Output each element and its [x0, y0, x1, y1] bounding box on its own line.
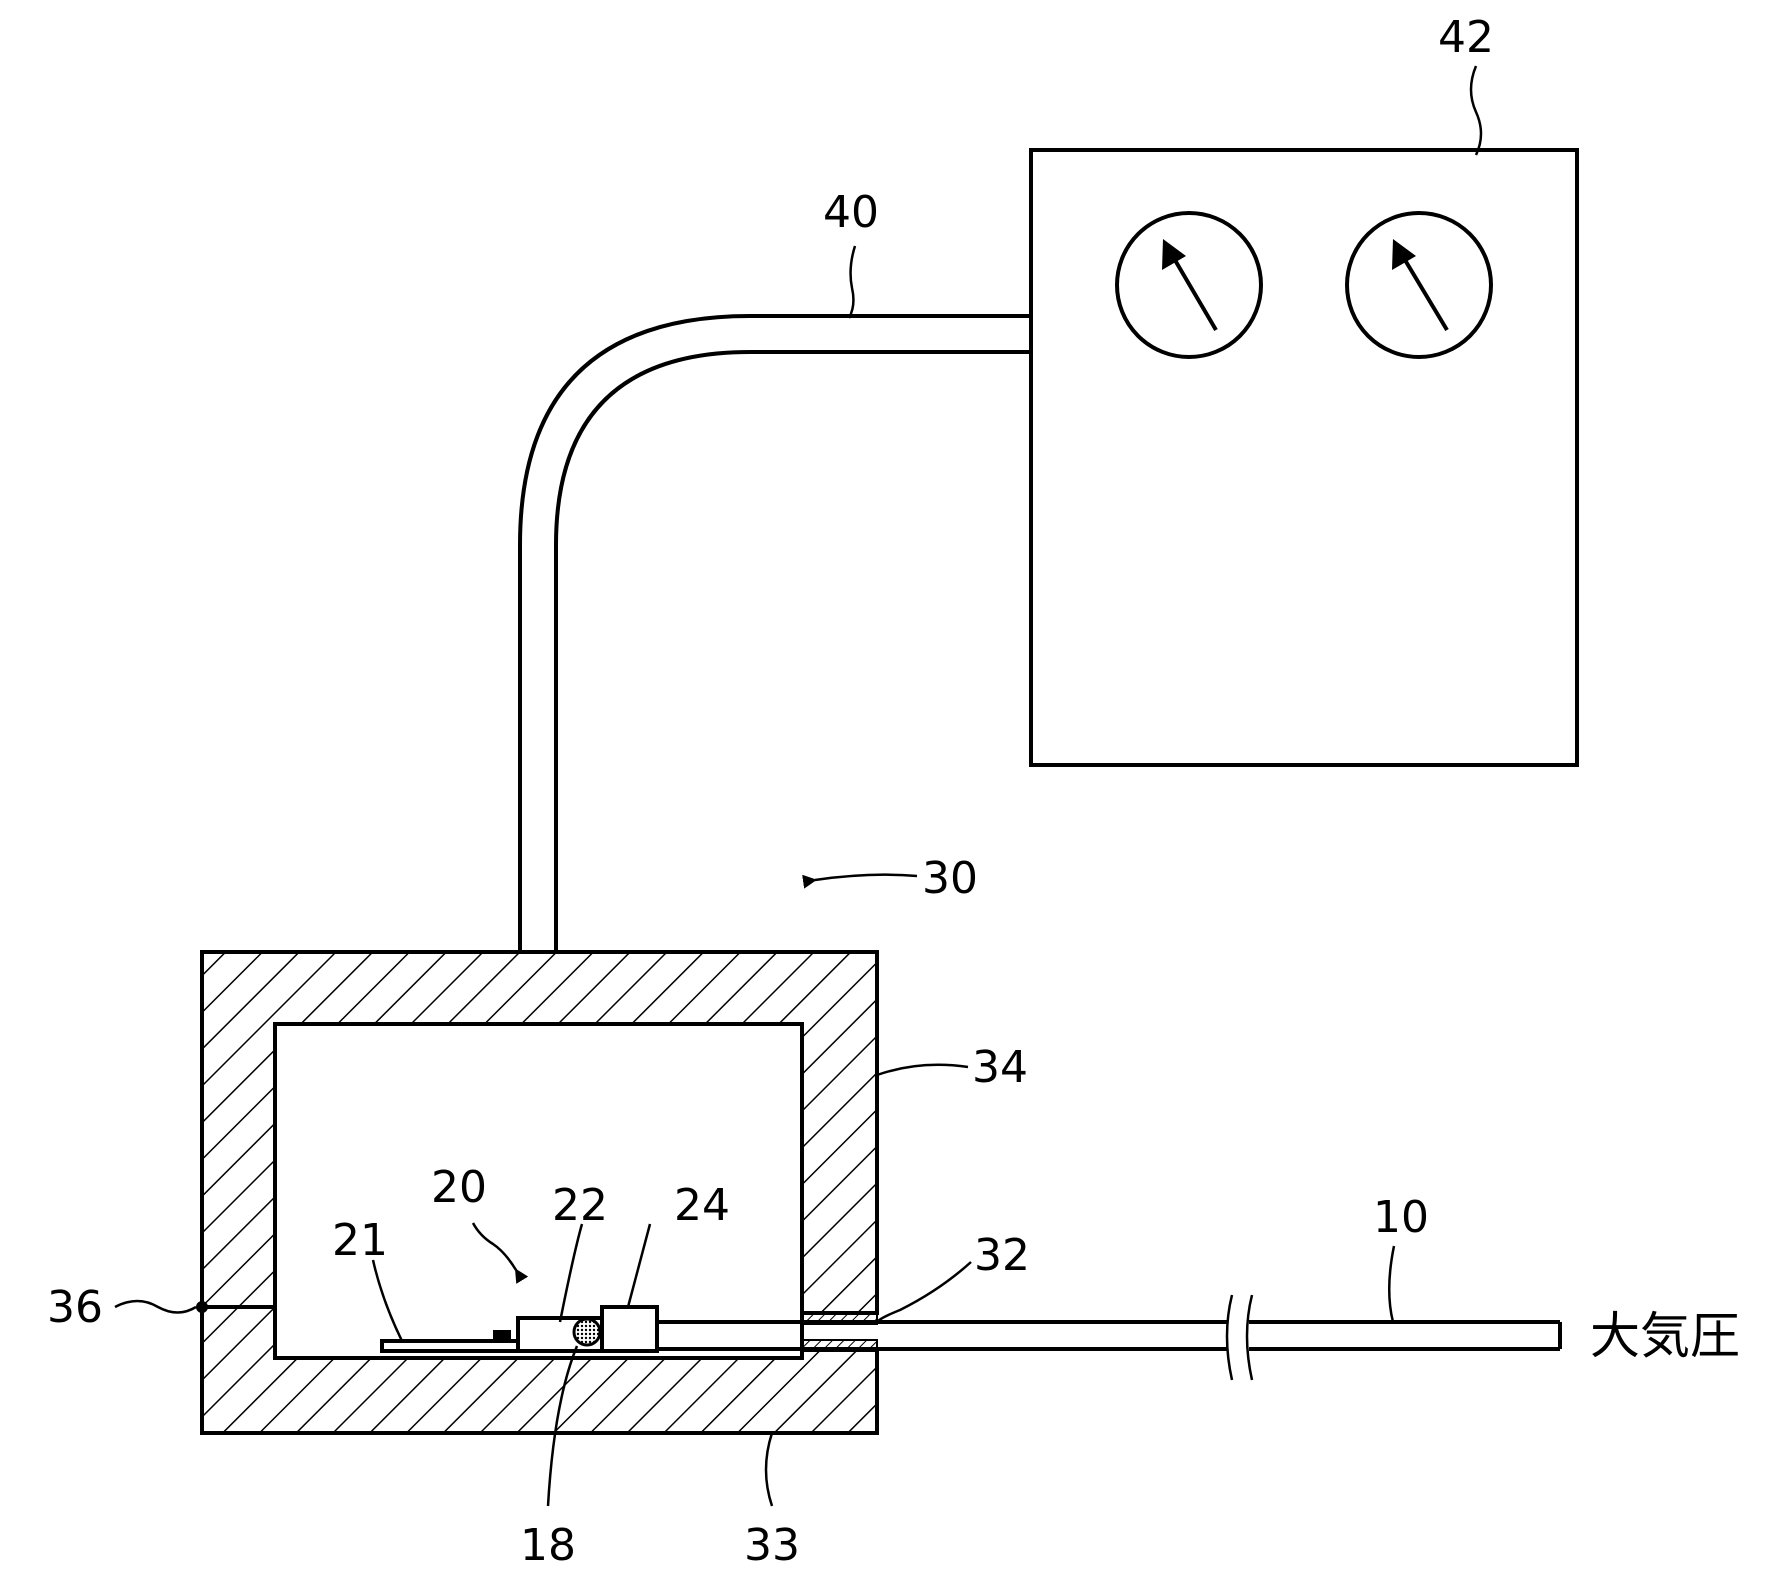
label-atmospheric-pressure: 大気圧 [1590, 1307, 1740, 1365]
gauge-dial-left [1115, 211, 1263, 359]
label-36: 36 [47, 1282, 103, 1333]
tube-break-mark [1225, 1294, 1234, 1381]
label-34: 34 [972, 1042, 1028, 1093]
label-30: 30 [922, 853, 978, 904]
leader-lines [114, 65, 1483, 1507]
connector-small-block [493, 1330, 511, 1341]
label-18: 18 [520, 1520, 576, 1571]
gauge-dial-right [1345, 211, 1493, 359]
chamber [200, 950, 879, 1435]
connector-part-18 [572, 1317, 602, 1347]
tube [657, 1294, 1562, 1381]
gauge-unit [1029, 148, 1579, 767]
label-21: 21 [332, 1215, 388, 1266]
connector-part-24 [600, 1305, 659, 1353]
label-20: 20 [431, 1162, 487, 1213]
label-22: 22 [552, 1180, 608, 1231]
pipe [518, 314, 1031, 952]
label-32: 32 [974, 1230, 1030, 1281]
label-24: 24 [674, 1180, 730, 1231]
label-40: 40 [823, 187, 879, 238]
label-33: 33 [744, 1520, 800, 1571]
label-10: 10 [1373, 1192, 1429, 1243]
label-42: 42 [1438, 12, 1494, 63]
node-36 [196, 1301, 208, 1313]
